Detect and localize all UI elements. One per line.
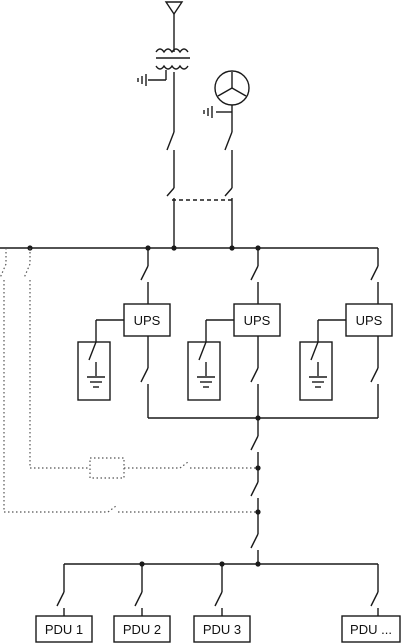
battery-2-box [187,341,221,401]
ups-1-box [123,303,171,337]
battery-3-box [299,341,333,401]
pdu-1-label: PDU 1 [45,622,83,637]
ups-branch-2: UPS [187,248,281,418]
pdu-2-label: PDU 2 [123,622,161,637]
battery-1-box [77,341,111,401]
bypass-device-box [89,457,125,479]
pdu-feeder-4 [370,564,379,616]
generator-icon [214,70,250,106]
transformer-icon [148,48,190,132]
ups-3-box [345,303,393,337]
generator-ground-icon [203,106,213,118]
ups-branch-1: UPS [77,248,171,418]
transformer-ground-icon [137,74,147,86]
ups-1-label: UPS [134,313,161,328]
pdu-2-box [113,615,171,643]
generator-input-switch [224,131,233,248]
bypass-path-inner [23,248,258,479]
pdu-3-box [193,615,251,643]
generator-feed [203,70,250,132]
antenna-icon [164,1,184,16]
ups-2-box [233,303,281,337]
utility-feed [137,1,190,132]
pdu-feeder-2 [134,564,143,616]
utility-input-switch [166,131,175,248]
output-switches [250,418,259,564]
pdu-4-label: PDU ... [350,622,392,637]
ups-branch-3: UPS [299,248,393,418]
pdu-junction-main [255,561,261,567]
ups-2-label: UPS [244,313,271,328]
pdu-4-box [341,615,401,643]
pdu-1-box [35,615,93,643]
pdu-feeder-3 [214,564,223,616]
pdu-feeder-1 [56,564,65,616]
bus-junctions [27,245,261,251]
pdu-3-label: PDU 3 [203,622,241,637]
bypass-junction-1 [255,465,261,471]
bypass-path-outer [0,248,258,513]
bypass-junction-2 [255,509,261,515]
ups-3-label: UPS [356,313,383,328]
